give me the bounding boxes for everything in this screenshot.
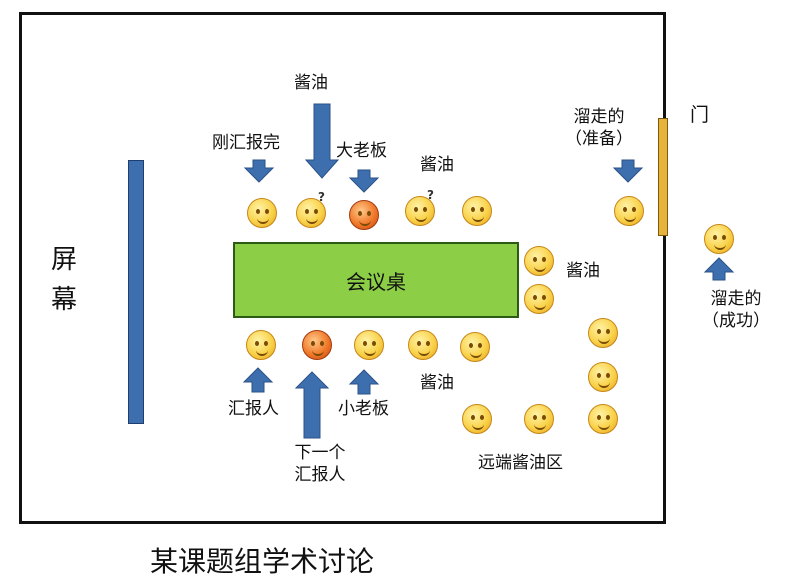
arrow-sneaking-success bbox=[703, 257, 735, 281]
face-bored-icon bbox=[524, 246, 554, 276]
arrow-next-reporter bbox=[294, 371, 330, 439]
screen-label-char-2: 幕 bbox=[50, 285, 77, 315]
label-sneaking-ready-line2: （准备） bbox=[565, 129, 633, 149]
face-just-reported-icon bbox=[247, 198, 277, 228]
face-bored-icon bbox=[460, 332, 490, 362]
arrow-just-reported bbox=[243, 159, 275, 183]
screen-label: 屏 幕 bbox=[44, 240, 84, 320]
face-bored-icon bbox=[588, 362, 618, 392]
label-small-boss: 小老板 bbox=[338, 399, 389, 419]
door-label: 门 bbox=[690, 104, 710, 126]
face-big-boss-icon bbox=[349, 200, 379, 230]
label-sneaking-success: 溜走的 （成功） bbox=[684, 288, 788, 332]
face-bored-icon bbox=[588, 318, 618, 348]
arrow-sneaking-ready bbox=[612, 159, 644, 183]
screen-label-char-1: 屏 bbox=[50, 245, 77, 275]
face-bored-icon bbox=[408, 330, 438, 360]
face-next-reporter-icon bbox=[302, 330, 332, 360]
label-next-reporter: 下一个 汇报人 bbox=[280, 442, 360, 486]
label-soy-bottom: 酱油 bbox=[420, 373, 454, 393]
face-bored-icon bbox=[524, 404, 554, 434]
face-confused-icon: ? bbox=[405, 188, 435, 226]
face-small-boss-icon bbox=[354, 330, 384, 360]
face-sneaking-success-icon bbox=[704, 224, 734, 254]
face-bored-icon bbox=[588, 404, 618, 434]
label-big-boss: 大老板 bbox=[336, 141, 387, 161]
face-bored-icon bbox=[524, 284, 554, 314]
arrow-soy-top bbox=[304, 103, 340, 179]
face-bored-icon bbox=[462, 196, 492, 226]
label-next-reporter-line1: 下一个 bbox=[294, 443, 346, 463]
label-soy-right: 酱油 bbox=[566, 261, 600, 281]
label-far-soy-zone: 远端酱油区 bbox=[478, 453, 563, 473]
arrow-big-boss bbox=[348, 169, 380, 193]
arrow-reporter bbox=[242, 367, 274, 393]
meeting-table-label: 会议桌 bbox=[346, 269, 406, 294]
face-sneaking-ready-icon bbox=[614, 196, 644, 226]
label-sneaking-success-line1: 溜走的 bbox=[710, 289, 762, 309]
meeting-room bbox=[19, 12, 666, 524]
label-soy-top: 酱油 bbox=[294, 73, 328, 93]
face-confused-icon: ? bbox=[296, 190, 326, 228]
arrow-small-boss bbox=[348, 369, 380, 395]
face-bored-icon bbox=[462, 404, 492, 434]
label-soy-upper-right: 酱油 bbox=[420, 155, 454, 175]
label-sneaking-ready: 溜走的 （准备） bbox=[556, 106, 642, 150]
meeting-table: 会议桌 bbox=[233, 242, 519, 318]
door bbox=[658, 118, 668, 236]
label-sneaking-success-line2: （成功） bbox=[702, 311, 770, 331]
screen-bar bbox=[128, 160, 144, 424]
diagram-title: 某课题组学术讨论 bbox=[150, 545, 375, 578]
face-reporter-icon bbox=[246, 330, 276, 360]
label-just-reported: 刚汇报完 bbox=[212, 133, 280, 153]
label-sneaking-ready-line1: 溜走的 bbox=[573, 107, 625, 127]
label-reporter: 汇报人 bbox=[228, 399, 279, 419]
label-next-reporter-line2: 汇报人 bbox=[294, 465, 346, 485]
